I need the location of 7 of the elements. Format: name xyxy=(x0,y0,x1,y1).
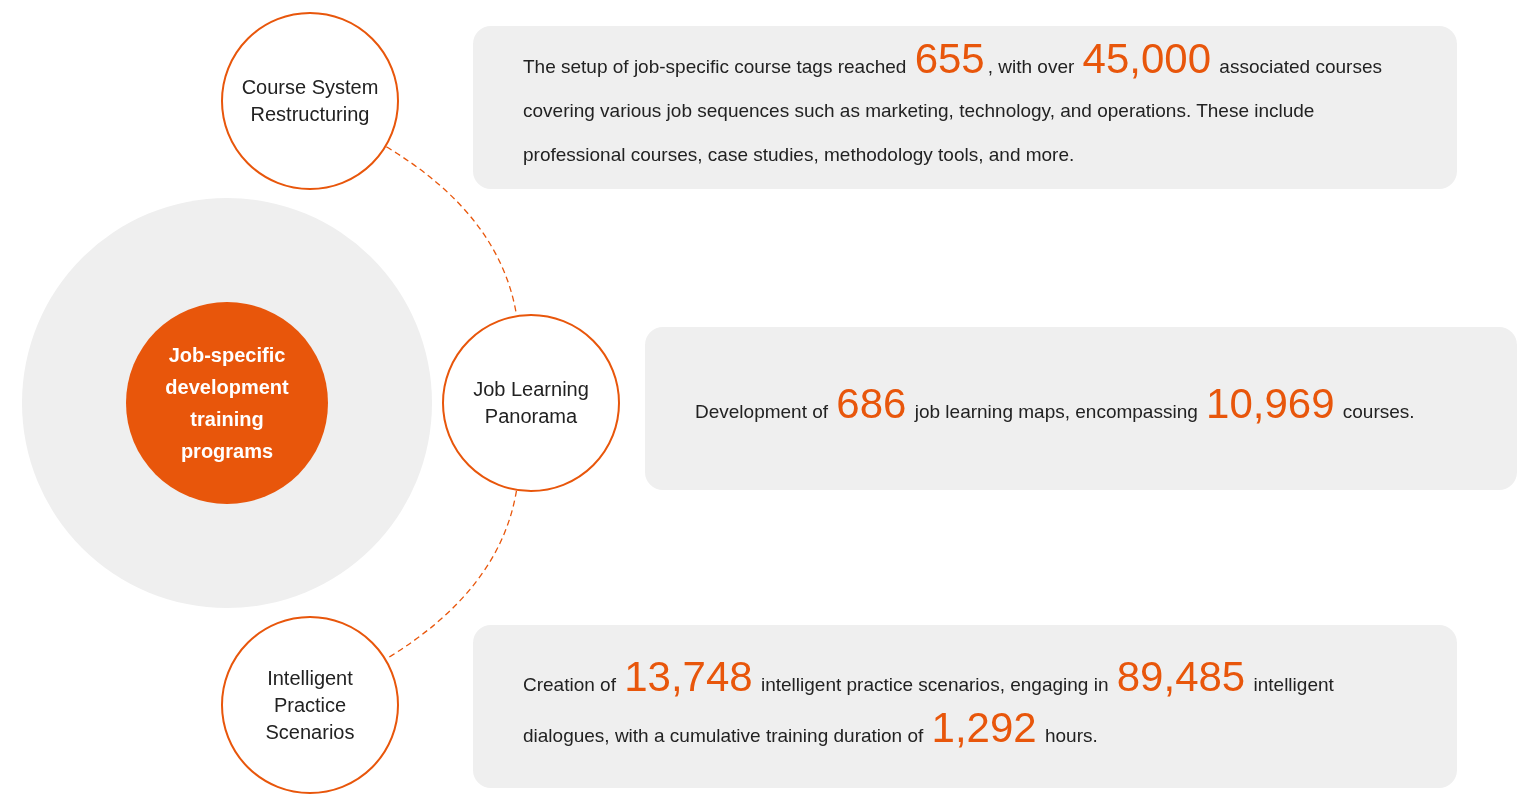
stat-text: The setup of job-specific course tags reached 655, with over 45,000 associated courses covering various job sequences such as marketing, technology, and operations. These include professional courses, case studies, methodology tools, and more. xyxy=(523,38,1383,167)
topic-label: Job Learning Panorama xyxy=(472,377,590,429)
center-title: Job-specific development training programs xyxy=(164,343,290,464)
stat-text: Creation of 13,748 intelligent practice scenarios, engaging in 89,485 intelligent dialogues, with a cumulative training duration of 1,292 hours. xyxy=(523,655,1335,753)
topic-label: Course System Restructuring xyxy=(240,75,380,127)
stat-text: Development of 686 job learning maps, encompassing 10,969 courses. xyxy=(695,383,1415,430)
topic-label: Intelligent Practice Scenarios xyxy=(264,665,356,745)
